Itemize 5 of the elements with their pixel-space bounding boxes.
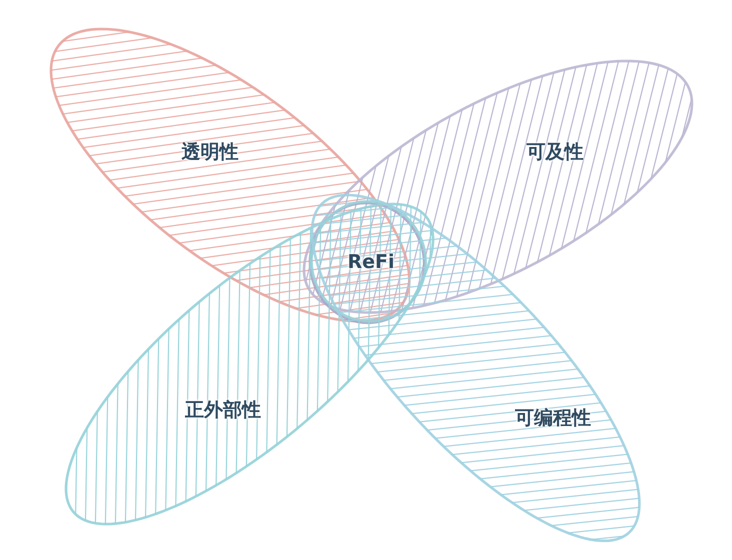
region-label: 正外部性 <box>184 398 261 421</box>
region-label: 可编程性 <box>514 406 591 429</box>
region-label: ReFi <box>347 250 394 273</box>
region-label: 透明性 <box>181 140 238 163</box>
region-label: 可及性 <box>526 140 584 163</box>
